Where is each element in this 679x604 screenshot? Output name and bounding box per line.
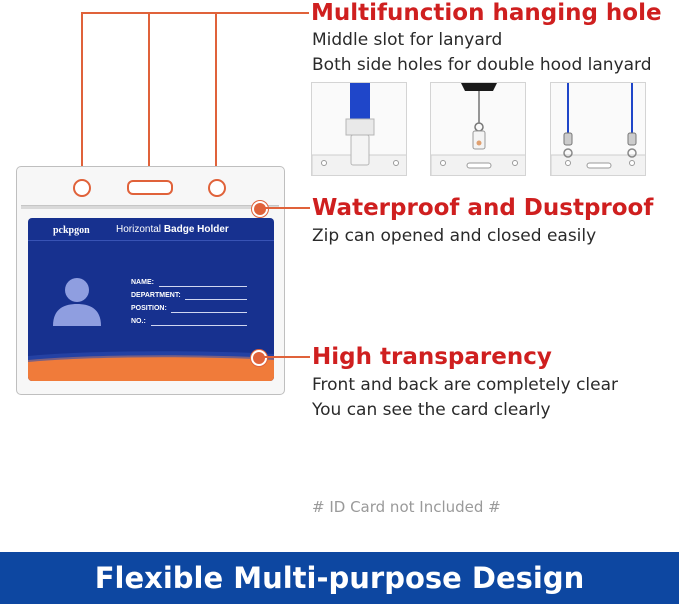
middle-slot bbox=[127, 180, 173, 195]
zip-marker-dot bbox=[252, 201, 268, 217]
retractable-reel-icon bbox=[431, 83, 525, 175]
field-position-line bbox=[171, 312, 247, 313]
avatar-icon bbox=[53, 278, 101, 326]
thumbnail-retractable-reel bbox=[430, 82, 526, 176]
feature-transparency-line-2: You can see the card clearly bbox=[312, 400, 551, 420]
card-brand: pckpgon bbox=[53, 225, 90, 236]
field-name-line bbox=[159, 286, 247, 287]
connector-right-drop bbox=[215, 12, 217, 185]
transparency-marker-dot bbox=[251, 350, 267, 366]
card-title-bold: Badge Holder bbox=[163, 224, 229, 235]
feature-hanging-hole-title: Multifunction hanging hole bbox=[311, 0, 662, 26]
thumbnail-clip-lanyard bbox=[311, 82, 407, 176]
zip-seal bbox=[21, 205, 279, 209]
clip-lanyard-icon bbox=[312, 83, 406, 175]
connector-top-bar bbox=[81, 12, 309, 14]
field-no: NO.: bbox=[131, 318, 146, 325]
feature-waterproof-line-1: Zip can opened and closed easily bbox=[312, 226, 597, 246]
feature-waterproof-title: Waterproof and Dustproof bbox=[312, 195, 654, 221]
banner-text: Flexible Multi-purpose Design bbox=[94, 561, 585, 595]
feature-transparency-title: High transparency bbox=[312, 344, 552, 370]
right-hole bbox=[208, 179, 226, 197]
connector-left-drop bbox=[81, 12, 83, 185]
bottom-banner: Flexible Multi-purpose Design bbox=[0, 552, 679, 604]
field-name: NAME: bbox=[131, 279, 154, 286]
thumbnail-double-hook-lanyard bbox=[550, 82, 646, 176]
feature-hanging-hole-line-2: Both side holes for double hood lanyard bbox=[312, 55, 652, 75]
zip-connector bbox=[264, 207, 310, 209]
card-title: Horizontal Badge Holder bbox=[116, 224, 229, 235]
field-no-line bbox=[151, 325, 247, 326]
transparency-connector bbox=[263, 356, 310, 358]
double-hook-lanyard-icon bbox=[551, 83, 645, 175]
feature-transparency-line-1: Front and back are completely clear bbox=[312, 375, 619, 395]
field-department: DEPARTMENT: bbox=[131, 292, 181, 299]
field-position: POSITION: bbox=[131, 305, 167, 312]
card-bottom-band bbox=[28, 351, 274, 381]
card-title-regular: Horizontal bbox=[116, 224, 162, 235]
id-card: pckpgon Horizontal Badge Holder NAME: DE… bbox=[28, 218, 274, 381]
left-hole bbox=[73, 179, 91, 197]
not-included-note: # ID Card not Included # bbox=[312, 498, 501, 516]
field-department-line bbox=[185, 299, 247, 300]
feature-hanging-hole-line-1: Middle slot for lanyard bbox=[312, 30, 503, 50]
card-header-rule bbox=[28, 240, 274, 241]
connector-middle-drop bbox=[148, 12, 150, 186]
